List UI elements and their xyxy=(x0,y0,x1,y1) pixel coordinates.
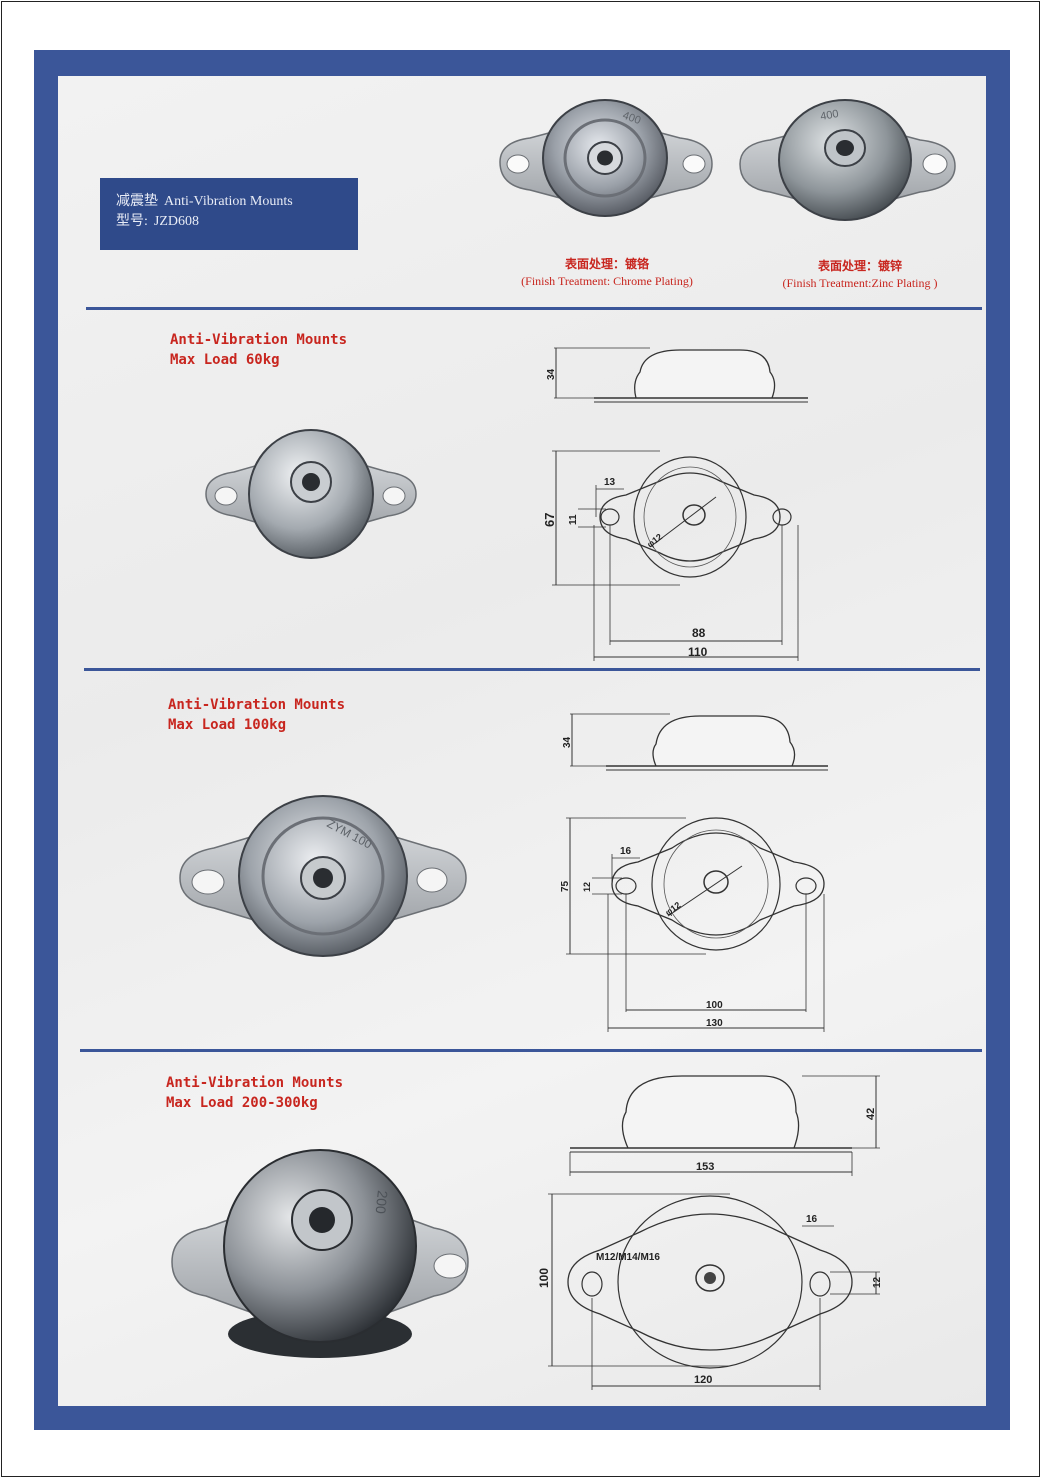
side-view-drawing-60kg: 34 xyxy=(546,347,808,403)
side-view-drawing-200-300kg: 42 153 xyxy=(569,1075,880,1176)
finish-caption-chrome: 表面处理：镀铬 (Finish Treatment: Chrome Platin… xyxy=(500,256,714,290)
dim-slot-width: 16 xyxy=(620,846,632,857)
product-title-box: 减震垫 Anti-Vibration Mounts 型号: JZD608 xyxy=(100,178,358,250)
model-value: JZD608 xyxy=(153,214,200,229)
dim-width: 67 xyxy=(542,513,557,527)
section-divider xyxy=(80,1049,982,1052)
chrome-mount-photo: 400 xyxy=(499,99,713,217)
section-divider xyxy=(84,668,980,671)
section-max-load: Max Load 200-300kg xyxy=(166,1095,318,1111)
finish-cn: 表面处理：镀锌 xyxy=(817,259,902,273)
dim-slot-height: 12 xyxy=(872,1276,883,1288)
top-view-drawing-60kg: 67 φ12 13 11 88 110 xyxy=(542,450,799,661)
dim-length: 110 xyxy=(688,645,708,659)
mount-photo-100kg: ZYM 100 xyxy=(179,795,467,957)
section-title: Anti-Vibration Mounts xyxy=(168,697,346,713)
dim-thread: M12/M14/M16 xyxy=(596,1252,660,1263)
side-view-drawing-100kg: 34 xyxy=(562,713,828,771)
mount-stamp-200-300kg: 200 xyxy=(373,1190,391,1215)
section-label-60kg: Anti-Vibration Mounts Max Load 60kg xyxy=(170,330,347,370)
mount-photo-200-300kg: 200 xyxy=(171,1149,469,1358)
title-en: Anti-Vibration Mounts xyxy=(164,194,293,209)
dim-slot-width: 13 xyxy=(604,477,616,488)
finish-caption-zinc: 表面处理：镀锌 (Finish Treatment:Zinc Plating ) xyxy=(762,258,958,292)
dim-hole-pitch: 100 xyxy=(706,1000,723,1011)
zinc-stamp: 400 xyxy=(819,108,839,123)
dim-hole-pitch: 88 xyxy=(692,626,706,640)
section-label-100kg: Anti-Vibration Mounts Max Load 100kg xyxy=(168,695,345,735)
finish-cn: 表面处理：镀铬 xyxy=(564,257,649,271)
finish-en: (Finish Treatment: Chrome Plating) xyxy=(521,274,693,288)
dim-slot-width: 16 xyxy=(806,1214,818,1225)
dim-base-length: 153 xyxy=(696,1161,714,1173)
dim-length: 130 xyxy=(706,1018,723,1029)
chrome-stamp: 400 xyxy=(621,110,642,128)
zinc-mount-photo: 400 xyxy=(739,99,956,221)
mount-photo-60kg xyxy=(205,429,417,559)
title-cn: 减震垫 xyxy=(116,194,158,209)
finish-en: (Finish Treatment:Zinc Plating ) xyxy=(782,276,938,290)
dim-height: 34 xyxy=(546,368,557,380)
section-divider xyxy=(86,307,982,310)
model-label: 型号: xyxy=(116,214,148,229)
dim-thread: φ12 xyxy=(645,532,664,550)
dim-width: 75 xyxy=(560,880,571,892)
top-view-drawing-200-300kg: 100 M12/M14/M16 16 12 120 xyxy=(537,1193,883,1390)
dim-slot-height: 12 xyxy=(582,882,592,892)
dim-hole-pitch: 120 xyxy=(694,1374,712,1386)
dim-slot-height: 11 xyxy=(568,514,579,525)
top-view-drawing-100kg: 75 φ12 16 12 100 130 xyxy=(560,817,825,1032)
dim-height: 42 xyxy=(865,1108,877,1120)
section-max-load: Max Load 100kg xyxy=(168,717,287,733)
section-label-200-300kg: Anti-Vibration Mounts Max Load 200-300kg xyxy=(166,1073,343,1113)
catalog-page xyxy=(58,76,986,1406)
section-max-load: Max Load 60kg xyxy=(170,352,280,368)
section-title: Anti-Vibration Mounts xyxy=(170,332,348,348)
section-title: Anti-Vibration Mounts xyxy=(166,1075,344,1091)
dim-height: 34 xyxy=(562,736,573,748)
dim-width: 100 xyxy=(537,1268,551,1288)
